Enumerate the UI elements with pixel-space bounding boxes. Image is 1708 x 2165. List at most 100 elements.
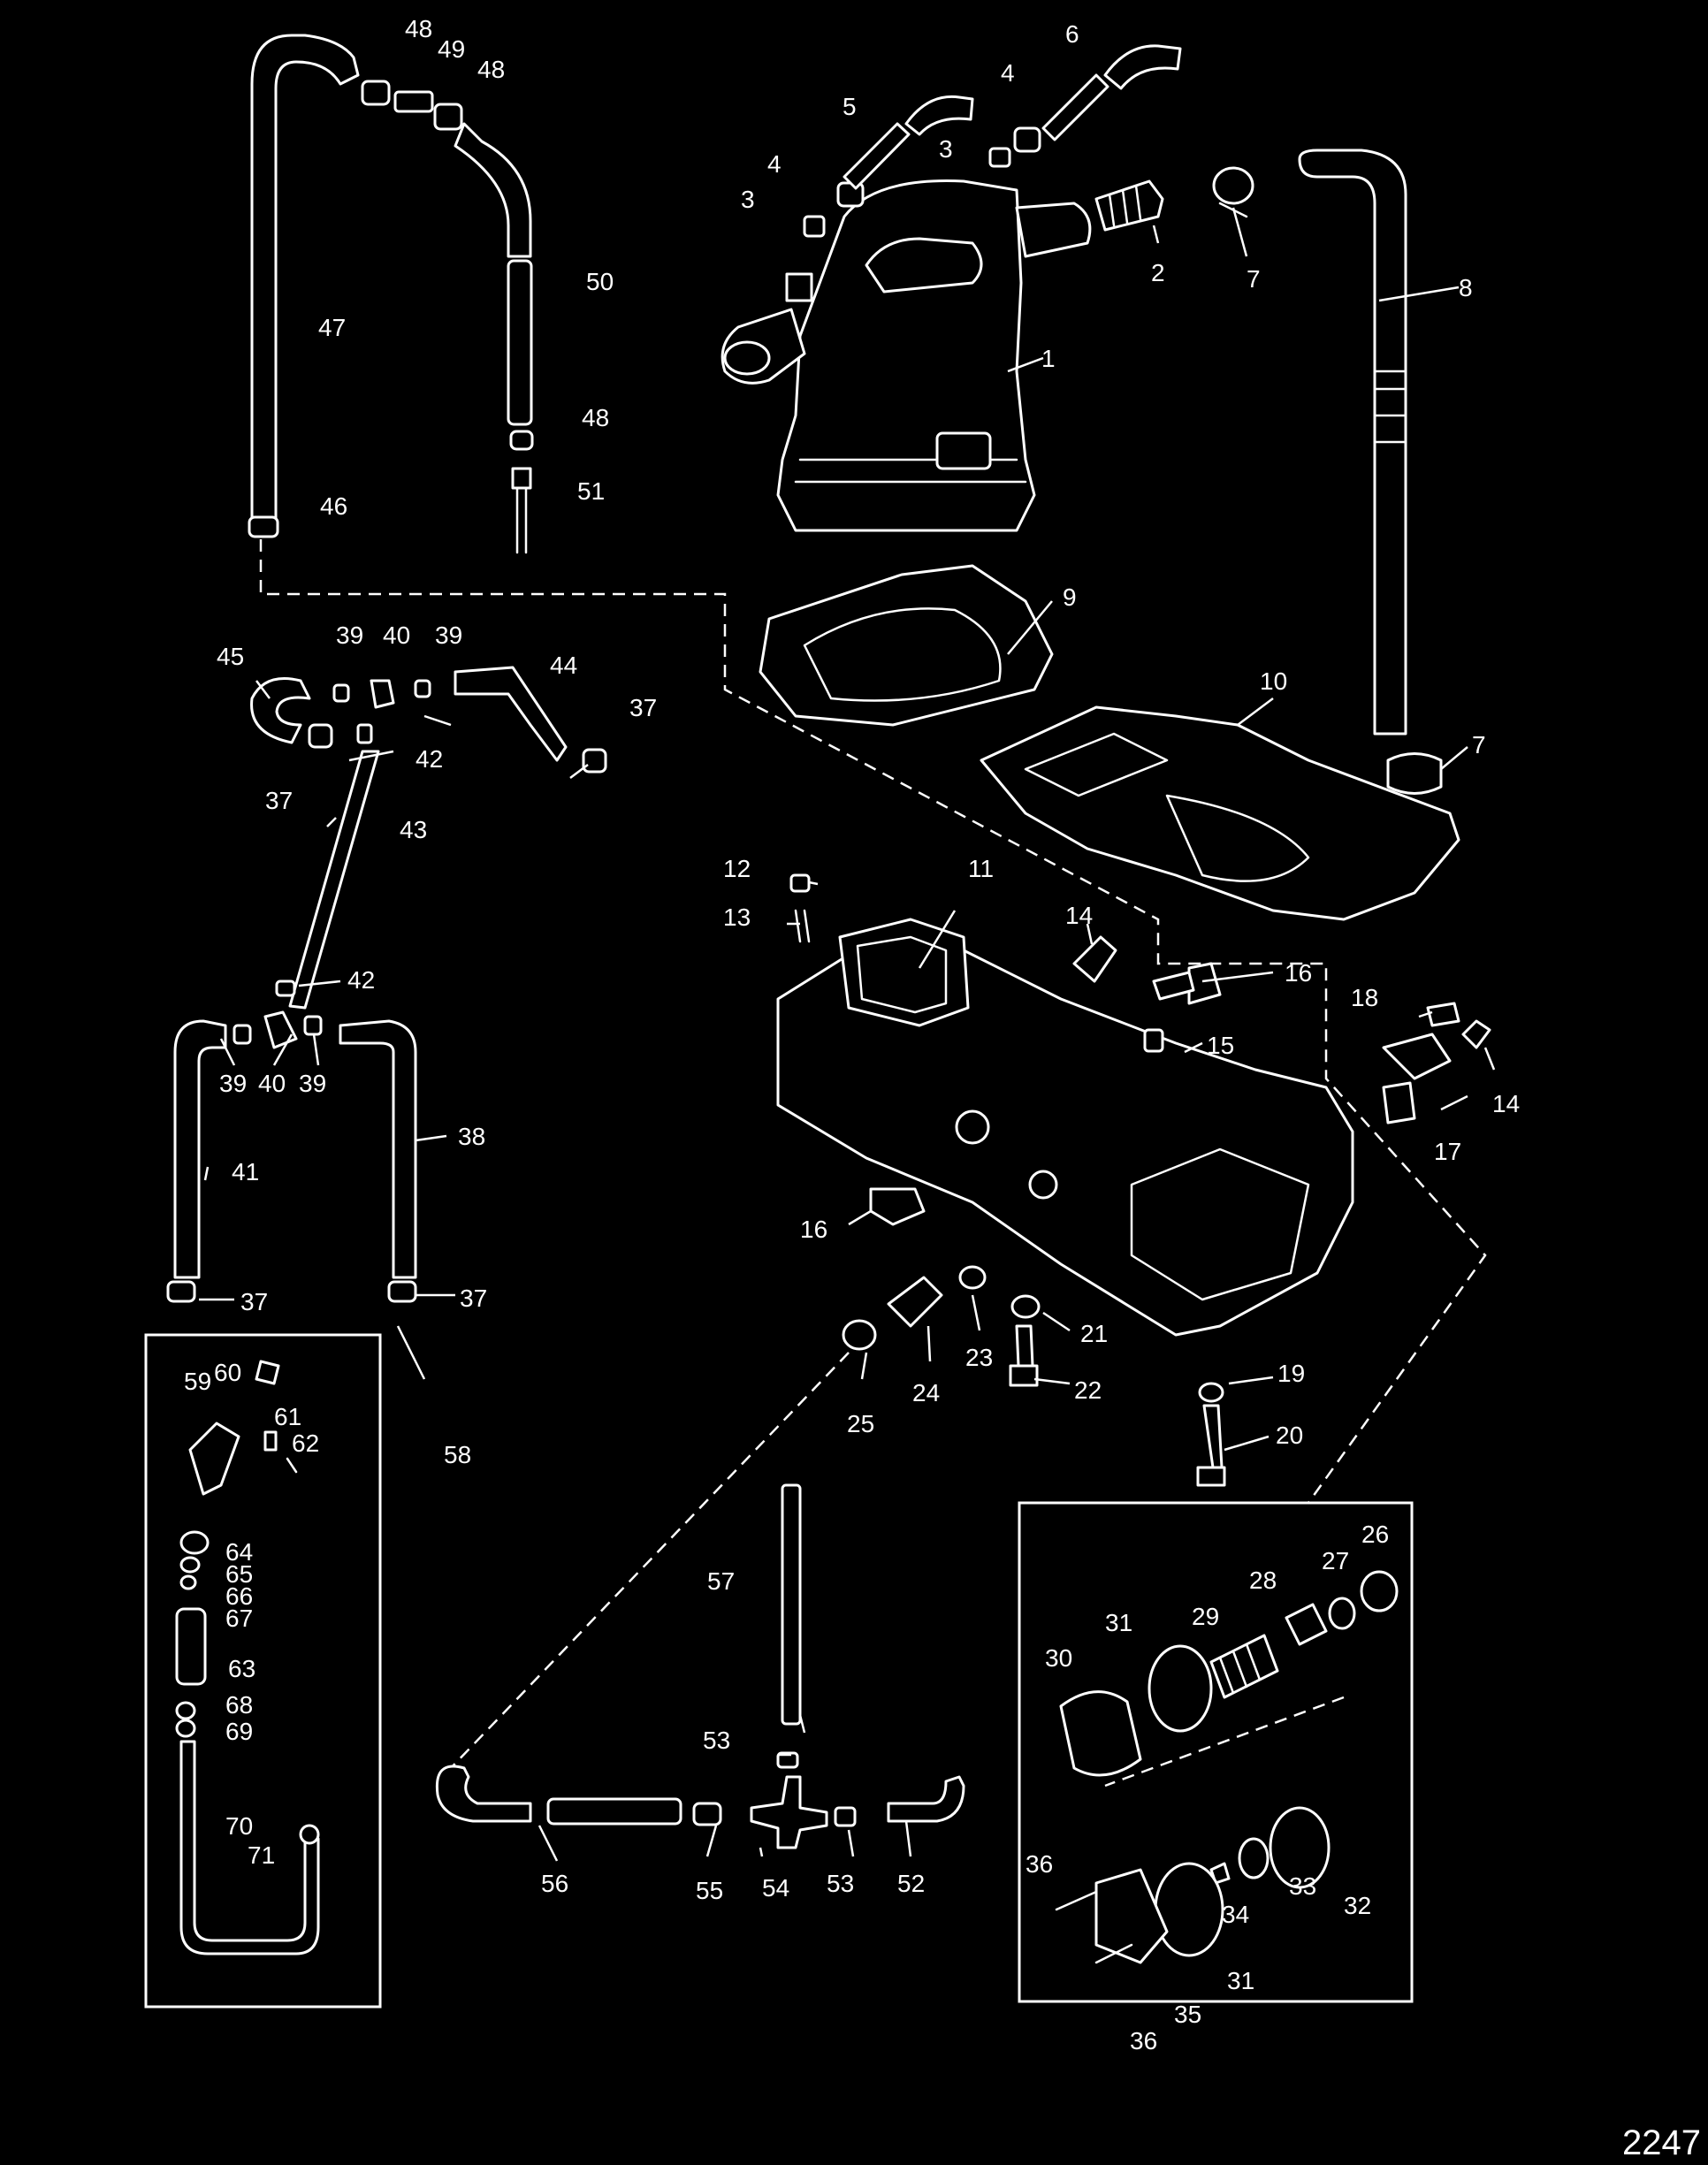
callout-56: 56: [541, 1870, 568, 1897]
callout-35: 35: [1174, 2001, 1201, 2028]
callout-8: 8: [1459, 274, 1473, 301]
callout-47: 47: [318, 314, 346, 341]
callout-31b: 31: [1227, 1967, 1254, 1994]
clamp-7-bottom: [1386, 752, 1443, 795]
clamp-7-top: [1212, 166, 1254, 218]
housing-11: [776, 918, 1354, 1337]
callout-37b: 37: [265, 787, 293, 814]
callout-13: 13: [723, 903, 751, 931]
clamps-48-49: [361, 80, 463, 131]
callout-17: 17: [1434, 1138, 1461, 1165]
screw-12-13: [789, 873, 811, 943]
callout-31: 31: [1105, 1609, 1132, 1636]
callout-40b: 40: [258, 1070, 286, 1097]
callout-20: 20: [1276, 1422, 1303, 1449]
callout-27: 27: [1322, 1547, 1349, 1574]
callout-labels: 1 2 3 3 4 4 5 6 7 7 8 9 10 11 12 13 14 1…: [184, 15, 1520, 2054]
callout-40: 40: [383, 621, 410, 649]
callout-58: 58: [444, 1441, 471, 1468]
callout-54: 54: [762, 1874, 789, 1902]
callout-7b: 7: [1472, 731, 1486, 759]
callout-11: 11: [968, 855, 994, 882]
callout-14: 14: [1065, 902, 1093, 929]
callout-37c: 37: [240, 1288, 268, 1315]
callout-16: 16: [1285, 959, 1312, 987]
fitting-2: [1094, 179, 1164, 232]
callout-4: 4: [767, 150, 782, 178]
callout-43: 43: [400, 816, 427, 843]
callout-1: 1: [1041, 345, 1056, 372]
callout-25: 25: [847, 1410, 874, 1437]
hose-8: [1298, 149, 1407, 736]
fittings-3-4-5-6: [803, 44, 1182, 238]
hose-50: [454, 122, 534, 554]
callout-16b: 16: [800, 1216, 827, 1243]
callout-9: 9: [1063, 583, 1077, 611]
callout-32: 32: [1344, 1892, 1371, 1919]
callout-46: 46: [320, 492, 347, 520]
callout-26: 26: [1361, 1521, 1389, 1548]
callout-41: 41: [232, 1158, 259, 1185]
callout-39d: 39: [299, 1070, 326, 1097]
callout-39b: 39: [435, 621, 462, 649]
leader-lines: [199, 207, 1496, 1862]
hose-assembly-left: [250, 666, 607, 1010]
callout-28: 28: [1249, 1567, 1277, 1594]
callout-66: 66: [225, 1582, 253, 1610]
callout-29: 29: [1192, 1603, 1219, 1630]
callout-68: 68: [225, 1691, 253, 1719]
gasket-9: [759, 564, 1054, 727]
callout-22: 22: [1074, 1376, 1102, 1404]
gasket-10: [980, 705, 1460, 921]
callout-18: 18: [1351, 984, 1378, 1011]
callout-60: 60: [214, 1359, 241, 1386]
callout-42: 42: [416, 745, 443, 773]
parts-19-25: [842, 1265, 1226, 1487]
callout-61: 61: [274, 1403, 301, 1430]
callout-19: 19: [1277, 1360, 1305, 1387]
callout-21: 21: [1080, 1320, 1108, 1347]
housing-1: [721, 179, 1092, 532]
callout-23: 23: [965, 1344, 993, 1371]
callout-6: 6: [1065, 20, 1079, 48]
callout-5: 5: [843, 93, 857, 120]
kit-box-58: [144, 1333, 382, 2009]
callout-67: 67: [225, 1605, 253, 1632]
callout-42b: 42: [347, 966, 375, 994]
callout-48: 48: [405, 15, 432, 42]
fittings-14-18: [869, 935, 1491, 1226]
callout-33: 33: [1289, 1872, 1316, 1900]
callout-36: 36: [1026, 1850, 1053, 1878]
callout-59: 59: [184, 1368, 211, 1395]
hose-47: [248, 34, 360, 538]
callout-53: 53: [703, 1727, 730, 1754]
callout-48c: 48: [582, 404, 609, 431]
callout-65: 65: [225, 1560, 253, 1588]
callout-37d: 37: [460, 1285, 487, 1312]
callout-50: 50: [586, 268, 614, 295]
hose-assembly-bottom: [435, 1483, 965, 1849]
callout-3b: 3: [939, 135, 953, 163]
callout-3: 3: [741, 186, 755, 213]
callout-39c: 39: [219, 1070, 247, 1097]
callout-7: 7: [1247, 265, 1261, 293]
callout-10: 10: [1260, 667, 1287, 695]
callout-69: 69: [225, 1718, 253, 1745]
callout-70: 70: [225, 1812, 253, 1840]
callout-49: 49: [438, 35, 465, 63]
hose-assembly-lower-left: [166, 1010, 417, 1303]
callout-38: 38: [458, 1123, 485, 1150]
figure-id: 2247: [1622, 2123, 1701, 2162]
callout-4b: 4: [1001, 59, 1015, 87]
callout-62: 62: [292, 1429, 319, 1457]
callout-71: 71: [248, 1841, 275, 1869]
callout-24: 24: [912, 1379, 940, 1406]
callout-51: 51: [577, 477, 605, 505]
callout-12: 12: [723, 855, 751, 882]
callout-39: 39: [336, 621, 363, 649]
callout-53b: 53: [827, 1870, 854, 1897]
callout-2: 2: [1151, 259, 1165, 286]
callout-44: 44: [550, 652, 577, 679]
kit-box-right: [1018, 1501, 1414, 2003]
